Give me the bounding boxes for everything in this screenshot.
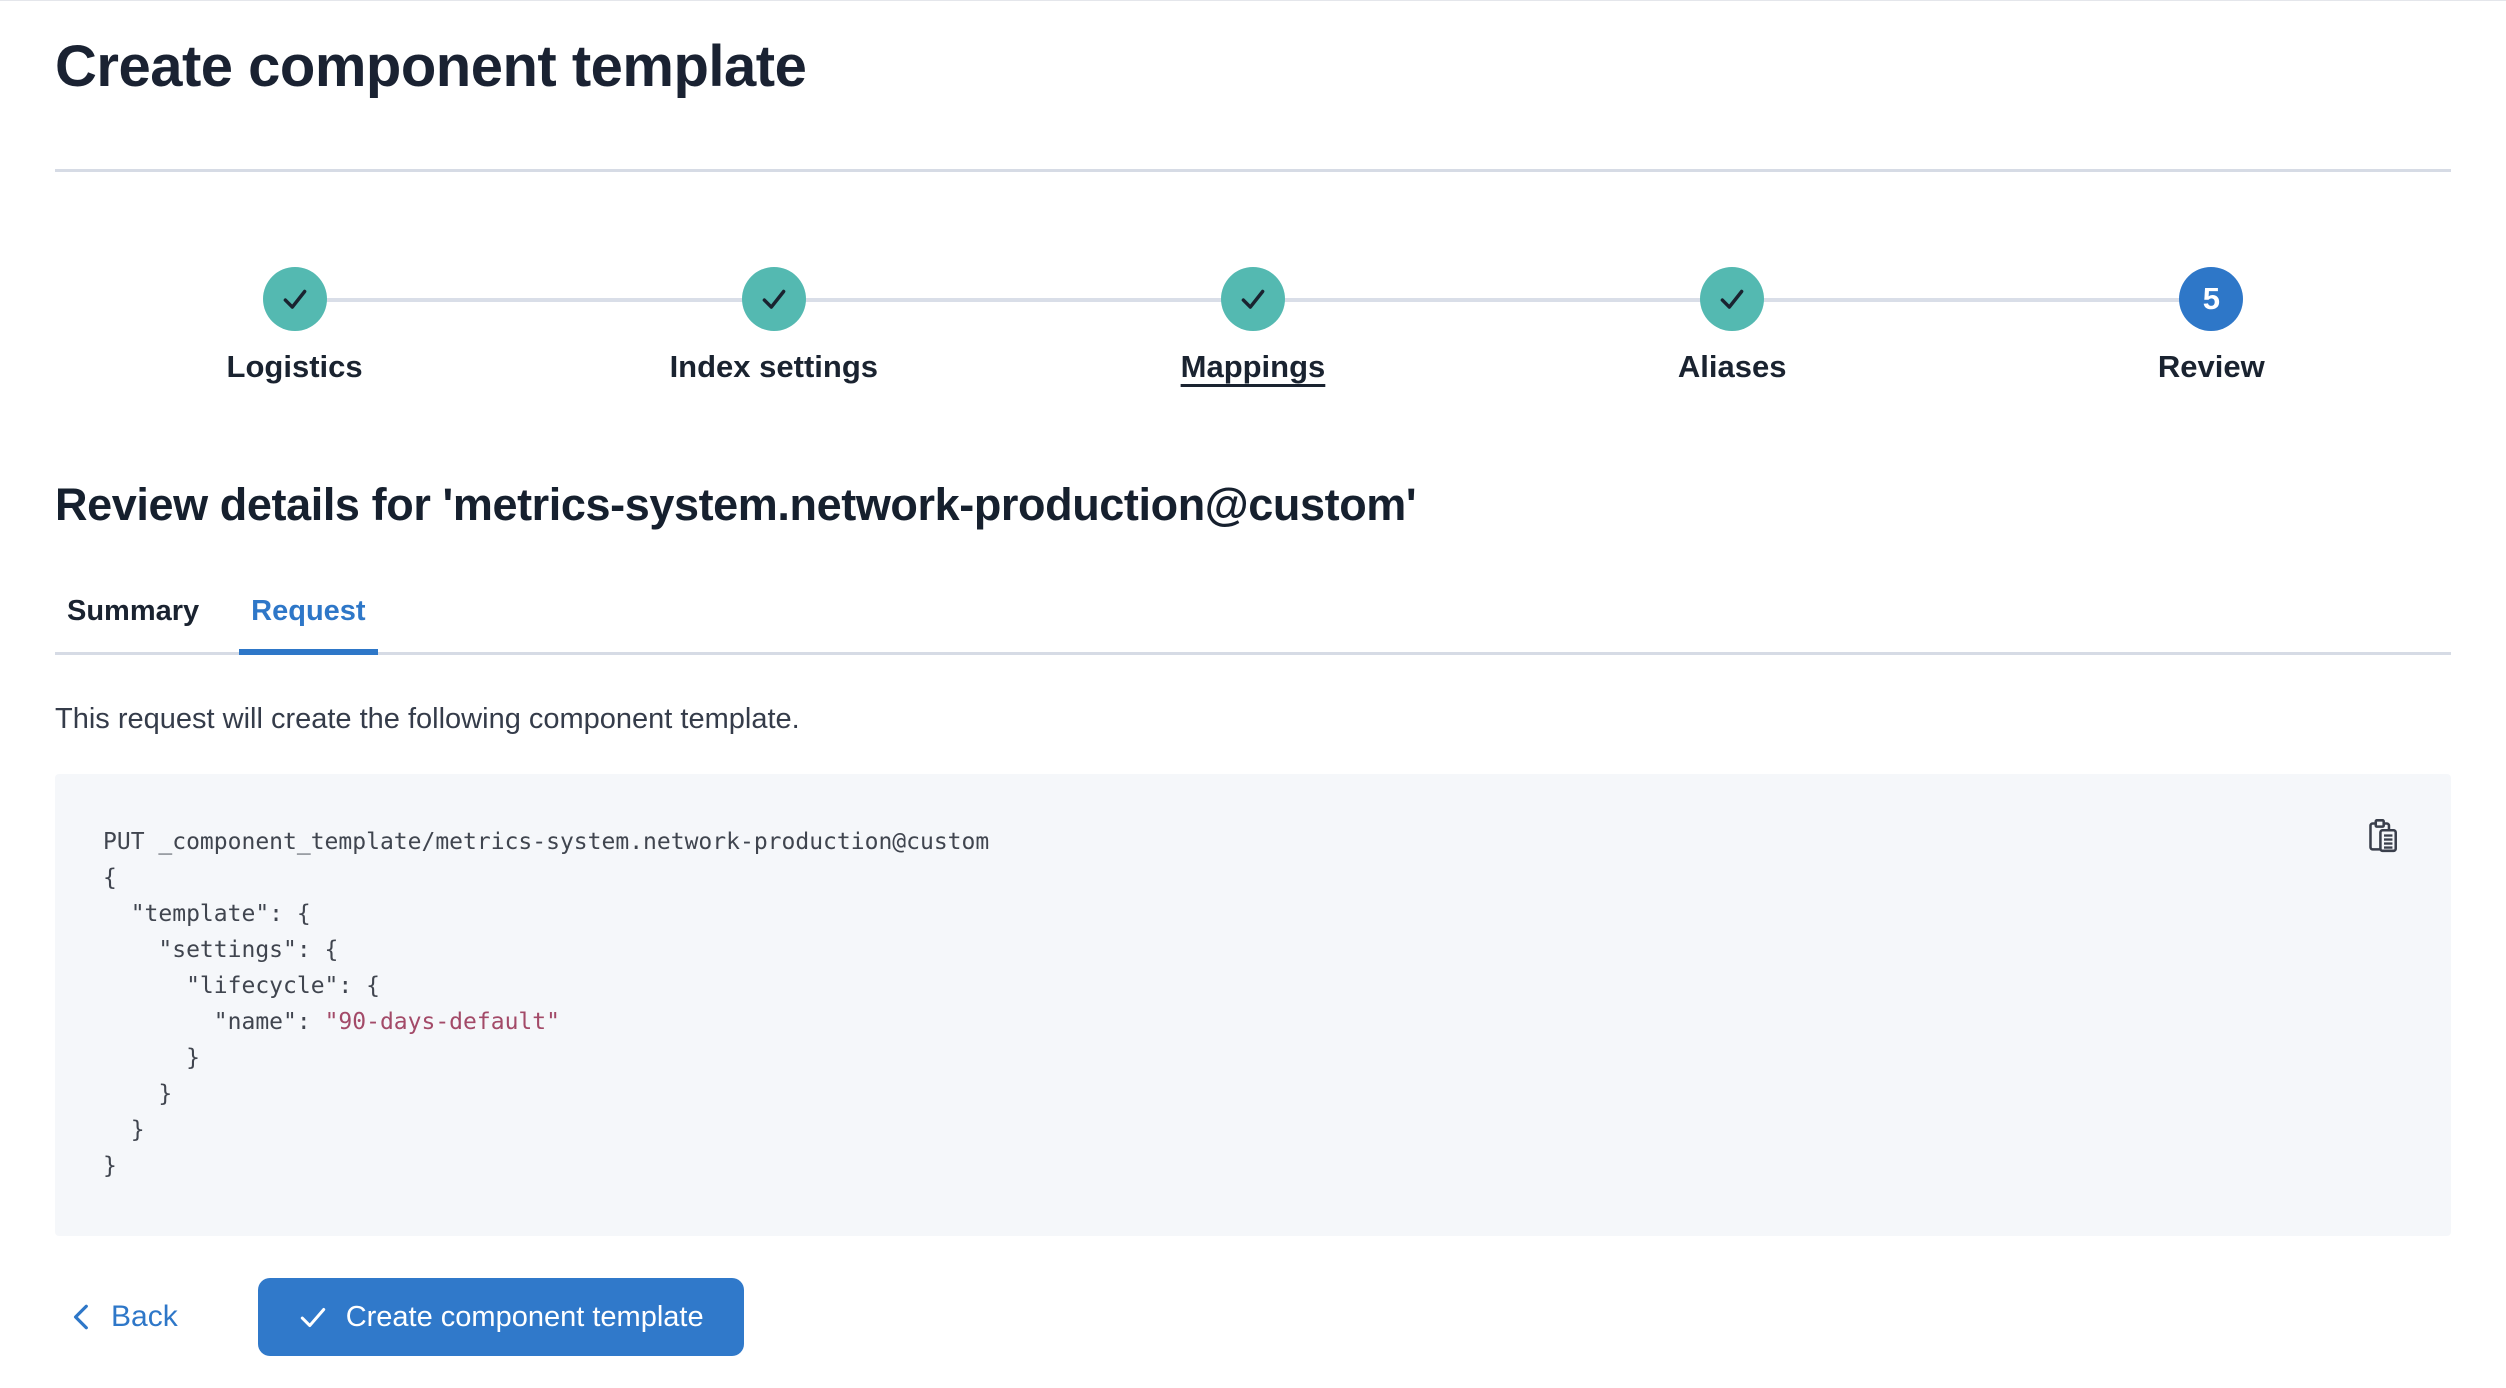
request-code-block: PUT _component_template/metrics-system.n…: [55, 774, 2451, 1236]
code-line: "name": "90-days-default": [103, 1009, 560, 1035]
step-complete-check-icon[interactable]: [262, 267, 327, 331]
code-line: }: [103, 1045, 200, 1071]
step-label-logistics[interactable]: Logistics: [226, 349, 363, 384]
code-lines: PUT _component_template/metrics-system.n…: [103, 824, 2331, 1184]
tab-summary[interactable]: Summary: [55, 595, 211, 652]
check-icon: [1720, 289, 1744, 309]
code-line: "settings": {: [103, 937, 339, 963]
step-item-mappings: Mappings: [1013, 267, 1492, 385]
code-line: "template": {: [103, 901, 311, 927]
create-component-template-page: Create component template Logistics Index…: [0, 31, 2506, 1356]
code-line: PUT _component_template/metrics-system.n…: [103, 829, 990, 855]
code-line: }: [103, 1081, 173, 1107]
copy-clipboard-icon: [2369, 819, 2397, 853]
step-complete-check-icon[interactable]: [1220, 267, 1285, 331]
code-line: }: [103, 1117, 145, 1143]
back-button-label: Back: [111, 1300, 178, 1333]
check-icon: [300, 1308, 325, 1328]
review-heading: Review details for 'metrics-system.netwo…: [55, 479, 1417, 530]
step-label-review: Review: [2157, 349, 2265, 384]
chevron-left-icon: [73, 1304, 88, 1330]
step-item-index-settings: Index settings: [534, 267, 1013, 385]
page-title: Create component template: [55, 34, 807, 99]
check-icon: [762, 289, 786, 309]
step-label-index-settings[interactable]: Index settings: [669, 349, 878, 384]
back-button[interactable]: Back: [55, 1279, 192, 1355]
create-component-template-button[interactable]: Create component template: [257, 1278, 744, 1356]
check-icon: [1241, 289, 1265, 309]
step-number-badge: 5: [2179, 267, 2244, 331]
step-complete-check-icon[interactable]: [1700, 267, 1765, 331]
step-item-aliases: Aliases: [1493, 267, 1972, 385]
step-item-logistics: Logistics: [55, 267, 534, 385]
code-line: }: [103, 1153, 117, 1179]
request-description: This request will create the following c…: [55, 703, 800, 735]
code-line: {: [103, 865, 117, 891]
create-button-label: Create component template: [345, 1300, 704, 1333]
step-label-aliases[interactable]: Aliases: [1677, 349, 1787, 384]
tab-request[interactable]: Request: [239, 595, 379, 655]
step-label-mappings[interactable]: Mappings: [1180, 349, 1326, 384]
check-icon: [283, 289, 306, 309]
step-complete-check-icon[interactable]: [741, 267, 806, 331]
footer-actions: Back Create component template: [55, 1278, 2451, 1356]
copy-button[interactable]: [2357, 818, 2401, 862]
tab-bar: Summary Request: [55, 595, 2451, 655]
code-line: "lifecycle": {: [103, 973, 380, 999]
title-divider: [55, 169, 2451, 172]
